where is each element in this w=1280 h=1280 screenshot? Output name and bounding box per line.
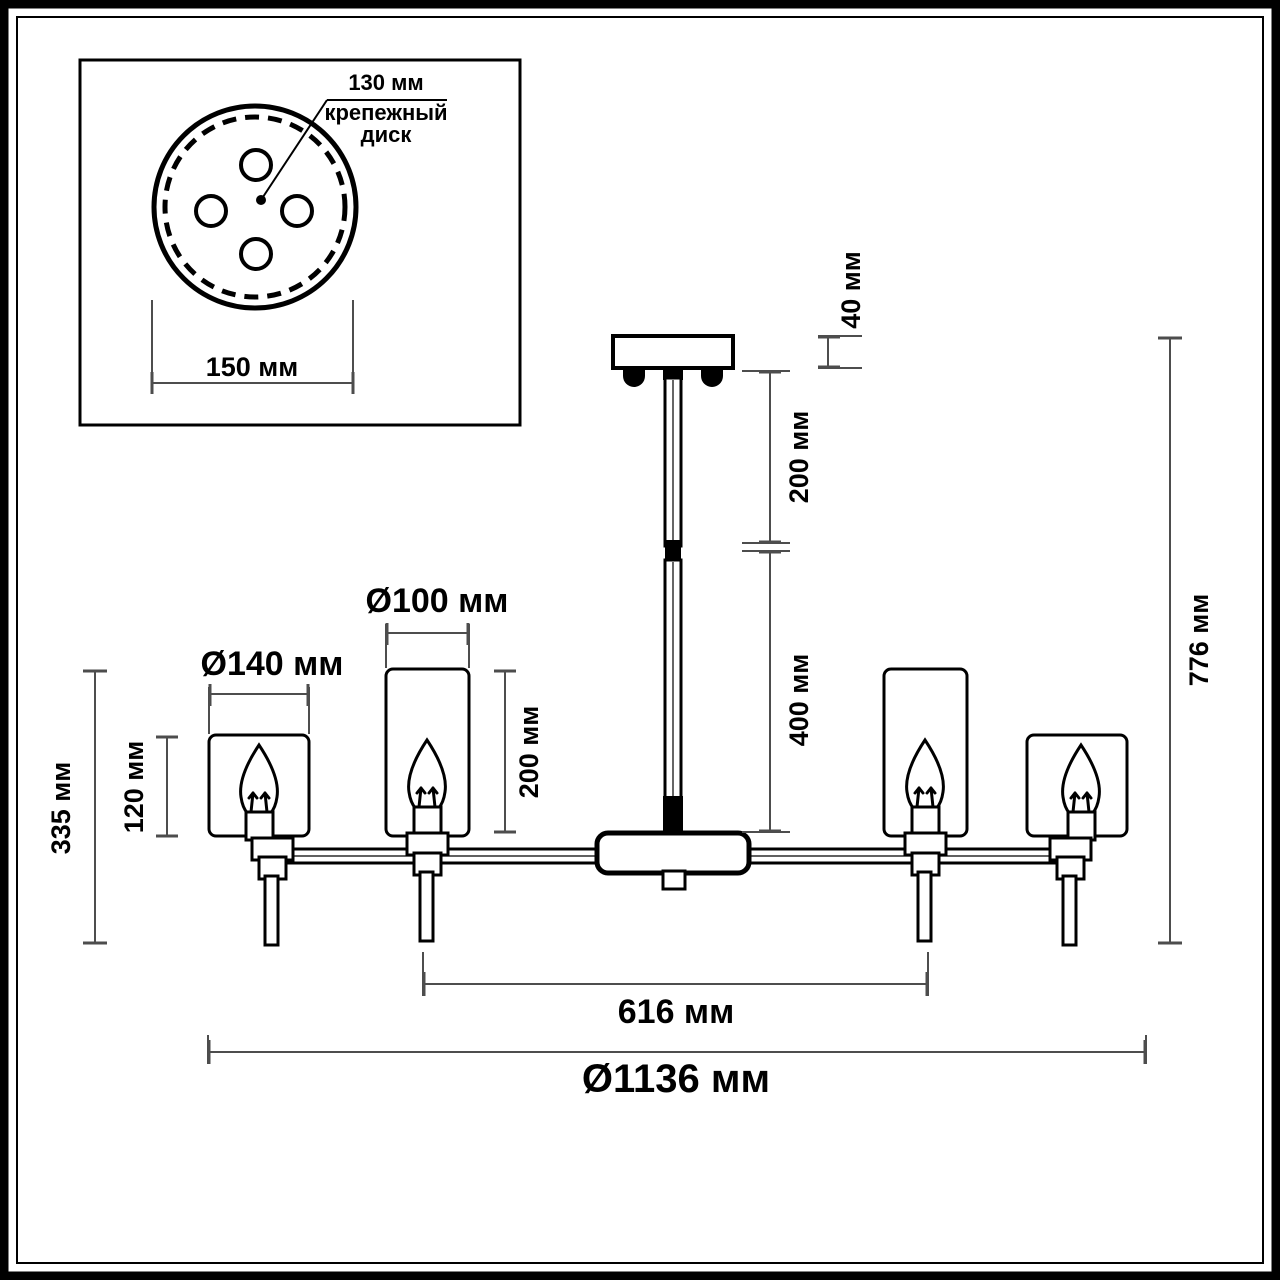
disk-dashed-circle <box>162 114 348 300</box>
bulb-base-inner-left <box>412 805 443 837</box>
dim-canopy-height-label: 40 мм <box>836 251 866 328</box>
dim-shade-wide-diameter-label: Ø140 мм <box>201 645 344 683</box>
bulb-filament-inner-left <box>415 786 439 809</box>
disk-outer-circle <box>151 103 359 311</box>
rod-mid-joint <box>665 540 681 564</box>
lamp-arm-outer-right <box>1025 733 1129 947</box>
disk-hole-top <box>239 148 273 182</box>
bulb-filament-outer-left <box>247 791 271 814</box>
disk-hole-right <box>280 194 314 228</box>
dimension-overall-diameter: Ø1136 мм <box>207 1035 1147 1101</box>
lamp-arm-inner-left <box>384 667 471 943</box>
bulb-filament-outer-right <box>1069 791 1093 814</box>
dimension-shade-wide-height: 120 мм <box>119 735 178 838</box>
bulb-base-inner-right <box>910 805 941 837</box>
bulb-filament-inner-right <box>913 786 937 809</box>
inset-width-dimension: 150 мм <box>206 352 299 382</box>
disk-hole-bottom <box>239 237 273 271</box>
dimension-shade-tall-diameter: Ø100 мм <box>366 582 509 668</box>
dim-arm-drop-height-label: 335 мм <box>46 762 76 855</box>
arm-drop-stem-outer-left <box>263 874 280 947</box>
rod-lower-joint <box>663 796 683 834</box>
inset-callout-label-line2: диск <box>361 122 413 147</box>
inset-callout-dimension: 130 мм <box>348 70 423 95</box>
border-frame-inner <box>16 16 1264 1264</box>
dim-inner-span-label: 616 мм <box>618 993 734 1031</box>
dimension-shade-wide-diameter: Ø140 мм <box>201 645 344 734</box>
dim-shade-wide-height-label: 120 мм <box>119 741 149 834</box>
dimension-canopy-height: 40 мм <box>818 251 866 369</box>
central-hub <box>594 830 752 876</box>
canopy-foot-left <box>623 368 645 387</box>
dimension-lower-rod: 400 мм <box>742 550 814 833</box>
arm-drop-stem-inner-left <box>418 870 435 943</box>
disk-callout-leader <box>260 99 328 201</box>
lamp-arm-outer-left <box>207 733 311 947</box>
canopy-foot-right <box>701 368 723 387</box>
dim-shade-tall-diameter-label: Ø100 мм <box>366 582 509 620</box>
dim-total-height-label: 776 мм <box>1184 594 1214 687</box>
dimension-inner-span: 616 мм <box>422 952 929 1031</box>
dimension-shade-tall-height: 200 мм <box>494 669 544 834</box>
dimension-total-height: 776 мм <box>1158 336 1214 945</box>
dim-shade-tall-height-label: 200 мм <box>514 706 544 799</box>
chandelier-fixture <box>207 334 1129 947</box>
ceiling-canopy-plate <box>611 334 735 370</box>
arm-drop-stem-outer-right <box>1061 874 1078 947</box>
border-frame-thin <box>12 12 1268 1268</box>
central-hub-nub <box>661 869 687 891</box>
dimension-upper-rod: 200 мм <box>742 370 814 544</box>
disk-hole-left <box>194 194 228 228</box>
dimension-arm-drop-height: 335 мм <box>46 669 107 945</box>
lamp-arm-inner-right <box>882 667 969 943</box>
inset-callout-label-line1: крепежный <box>324 100 447 125</box>
mounting-disk-inset: 130 мм крепежный диск 150 мм <box>78 58 522 427</box>
dim-overall-diameter-label: Ø1136 мм <box>582 1057 770 1101</box>
bulb-base-outer-left <box>244 810 275 842</box>
dim-lower-rod-label: 400 мм <box>784 654 814 747</box>
arm-drop-stem-inner-right <box>916 870 933 943</box>
bulb-base-outer-right <box>1066 810 1097 842</box>
dim-upper-rod-label: 200 мм <box>784 411 814 504</box>
